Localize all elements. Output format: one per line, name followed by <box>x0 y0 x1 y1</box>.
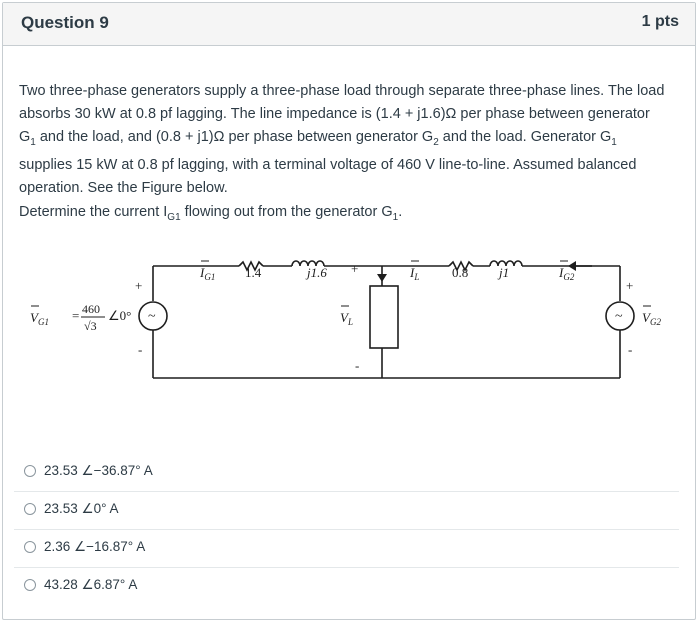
inductor-2 <box>489 260 523 267</box>
ig2-label: IG2 <box>558 265 575 282</box>
resistor-1 <box>238 260 264 272</box>
resistor-2 <box>448 260 474 272</box>
vg1-angle: ∠0° <box>108 308 131 323</box>
vg1-numerator: 460 <box>82 302 100 316</box>
x2-label: j1 <box>497 265 509 280</box>
ac-source-icon: ~ <box>148 309 156 324</box>
circuit-figure: IG1 IL IG2 VL VG2 VG1 j1.6 j1 1.4 0.8 = … <box>30 260 661 379</box>
answer-label: 23.53 ∠0° A <box>44 501 119 516</box>
answer-option[interactable]: 2.36 ∠−16.87° A <box>14 529 679 567</box>
prompt-line: absorbs 30 kW at 0.8 pf lagging. The lin… <box>19 106 650 122</box>
radio-button[interactable] <box>24 541 36 553</box>
answer-option[interactable]: 23.53 ∠−36.87° A <box>14 454 679 491</box>
answer-list: 23.53 ∠−36.87° A 23.53 ∠0° A 2.36 ∠−16.8… <box>14 454 679 605</box>
minus-sign: - <box>355 358 359 373</box>
radio-button[interactable] <box>24 503 36 515</box>
answer-option[interactable]: 23.53 ∠0° A <box>14 491 679 529</box>
prompt-line: supplies 15 kW at 0.8 pf lagging, with a… <box>19 156 637 173</box>
answer-label: 43.28 ∠6.87° A <box>44 577 138 592</box>
answer-label: 23.53 ∠−36.87° A <box>44 463 153 478</box>
r2-label: 0.8 <box>452 265 468 280</box>
load-current-arrow <box>377 274 387 282</box>
answer-label: 2.36 ∠−16.87° A <box>44 539 146 554</box>
x1-label: j1.6 <box>305 265 327 280</box>
ig1-label: IG1 <box>199 265 215 282</box>
vg1-denominator: √3 <box>84 319 97 333</box>
vl-label: VL <box>340 310 353 327</box>
il-label: IL <box>409 265 419 282</box>
vg1-label: VG1 <box>30 310 49 327</box>
answer-option[interactable]: 43.28 ∠6.87° A <box>14 567 679 605</box>
radio-button[interactable] <box>24 579 36 591</box>
ac-source-icon: ~ <box>615 309 623 324</box>
question-ask: Determine the current IG1 flowing out fr… <box>19 204 403 223</box>
question-prompt: Two three-phase generators supply a thre… <box>19 80 681 200</box>
minus-sign: - <box>628 342 632 357</box>
vg2-label: VG2 <box>642 310 661 327</box>
radio-button[interactable] <box>24 465 36 477</box>
ig2-arrow <box>568 261 576 271</box>
question-header: Question 9 1 pts <box>3 3 695 46</box>
question-points: 1 pts <box>641 13 679 30</box>
vg1-eq: = <box>72 308 79 323</box>
question-title: Question 9 <box>21 13 109 32</box>
minus-sign: - <box>138 342 142 357</box>
prompt-line: operation. See the Figure below. <box>19 179 228 196</box>
prompt-line: Two three-phase generators supply a thre… <box>19 83 665 99</box>
inductor-1 <box>291 260 325 267</box>
load-box <box>369 285 399 349</box>
prompt-line: G1 and the load, and (0.8 + j1)Ω per pha… <box>19 129 617 148</box>
plus-sign: + <box>135 278 142 293</box>
plus-sign: + <box>626 278 633 293</box>
r1-label: 1.4 <box>245 265 262 280</box>
plus-sign: + <box>351 261 358 276</box>
